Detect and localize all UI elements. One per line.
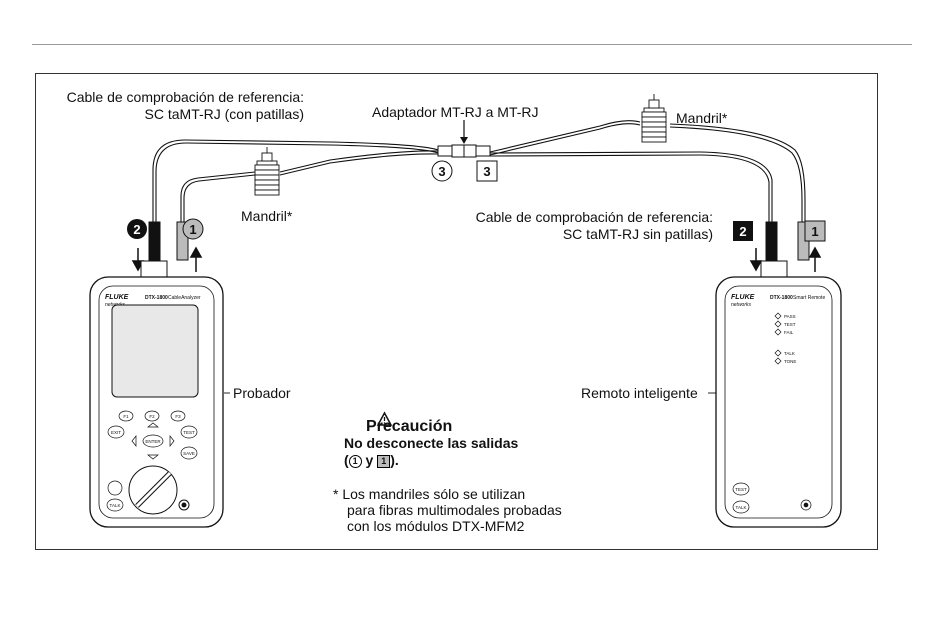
cable-right-inner — [489, 151, 773, 222]
remote-subbrand: networks — [731, 302, 752, 308]
ref-cable-left-line2: SC taMT-RJ (con patillas) — [144, 106, 304, 122]
svg-text:TALK: TALK — [110, 503, 121, 508]
marker-1-left: 1 — [189, 222, 196, 237]
svg-text:ENTER: ENTER — [145, 439, 161, 444]
tester-rotary-dial — [128, 465, 190, 515]
led-fail: FAIL — [784, 330, 794, 335]
ref-cable-left-line1: Cable de comprobación de referencia: — [66, 89, 304, 105]
tester-model-desc: CableAnalyzer — [168, 295, 201, 301]
marker-1-right-square — [804, 220, 826, 242]
marker-2-right: 2 — [739, 224, 746, 239]
marker-1-right: 1 — [811, 224, 818, 239]
note-line2: para fibras multimodales probadas — [347, 502, 562, 518]
key-f1 — [118, 410, 134, 422]
mandrel-left-label: Mandril* — [241, 208, 293, 224]
tester-brand: FLUKE — [105, 294, 129, 301]
cable-right-outer — [669, 123, 806, 222]
ref-cable-right-line2: SC taMT-RJ sin patillas) — [562, 226, 713, 242]
mandrel-right — [641, 94, 667, 143]
ref-cable-left-label: Cable de comprobación de referencia: SC … — [40, 89, 304, 123]
mandrel-left — [254, 147, 280, 196]
cable-right-outer-b — [669, 126, 803, 222]
remote-model-desc: Smart Remote — [793, 295, 825, 301]
key-talk — [106, 498, 124, 512]
fiber-cables — [152, 120, 806, 222]
led-talk: TALK — [784, 351, 795, 356]
key-enter — [142, 434, 164, 448]
key-f3 — [170, 410, 186, 422]
note-line3: con los módulos DTX-MFM2 — [347, 518, 525, 534]
mtrj-adapter — [437, 120, 491, 158]
caution-circle-marker: 1 — [348, 455, 362, 468]
mandrel-right-label: Mandril* — [676, 110, 728, 126]
marker-1-left-circle — [182, 218, 204, 240]
cable-left-outer-b — [155, 142, 439, 222]
svg-text:SAVE: SAVE — [183, 451, 195, 456]
key-save — [180, 446, 198, 460]
cable-right-inner-b — [489, 154, 770, 222]
svg-text:F1: F1 — [123, 414, 129, 419]
marker-3-circle — [431, 160, 453, 182]
ref-cable-right-label: Cable de comprobación de referencia: SC … — [450, 209, 713, 243]
led-test: TEST — [784, 322, 796, 327]
adapter-label: Adaptador MT-RJ a MT-RJ — [372, 104, 539, 120]
marker-3-square — [476, 160, 498, 182]
led-tone: TONE — [784, 359, 796, 364]
marker-2-right-square — [733, 221, 753, 241]
caution-line1: No desconecte las salidas — [344, 435, 519, 451]
caution-line2: (1 y 1). — [344, 452, 399, 468]
remote-label: Remoto inteligente — [581, 385, 698, 401]
remote-led-indicators — [774, 312, 782, 365]
tester-screen — [111, 304, 199, 398]
svg-text:F3: F3 — [175, 414, 181, 419]
key-test — [180, 425, 198, 439]
remote-brand: FLUKE — [731, 294, 755, 301]
ref-cable-right-line1: Cable de comprobación de referencia: — [475, 209, 713, 225]
header-rule — [32, 44, 912, 45]
port-markers: 2 1 3 3 2 1 — [127, 160, 826, 242]
tester-device: FLUKE networks DTX-1800 CableAnalyzer F1… — [89, 260, 224, 528]
tester-model: DTX-1800 — [145, 295, 168, 301]
caution-square-marker: 1 — [377, 455, 391, 468]
caution-block: Precaución No desconecte las salidas (1 … — [344, 418, 518, 469]
marker-2-left-circle — [127, 219, 147, 239]
tester-arrow-keys — [131, 422, 175, 460]
marker-2-left: 2 — [133, 222, 140, 237]
cable-left-inner-c — [279, 150, 439, 173]
key-talk-light — [107, 480, 123, 496]
marker-3-adapter-square: 3 — [483, 164, 490, 179]
figure-frame — [35, 73, 878, 550]
led-pass: PASS — [784, 314, 796, 319]
svg-text:TEST: TEST — [183, 430, 195, 435]
cable-right-upper — [489, 120, 641, 153]
cable-left-inner — [180, 171, 256, 222]
svg-text:EXIT: EXIT — [111, 430, 121, 435]
mandrel-footnote: * Los mandriles sólo se utilizan para fi… — [333, 486, 562, 534]
note-line1: * Los mandriles sólo se utilizan — [333, 486, 526, 502]
remote-key-test — [732, 482, 750, 496]
remote-key-talk — [732, 500, 750, 514]
cable-left-inner-d — [279, 153, 439, 176]
cable-right-upper-b — [489, 123, 641, 156]
caution-title: Precaución — [366, 418, 453, 435]
remote-model: DTX-1800 — [770, 295, 793, 301]
tester-label: Probador — [233, 385, 291, 401]
cable-left-inner-b — [183, 174, 256, 222]
warning-triangle-icon — [376, 411, 393, 426]
svg-text:F2: F2 — [149, 414, 155, 419]
svg-text:TALK: TALK — [736, 505, 747, 510]
svg-text:TEST: TEST — [735, 487, 747, 492]
key-exit — [107, 425, 125, 439]
remote-device: FLUKE networks DTX-1800 Smart Remote PAS… — [715, 260, 842, 528]
marker-3-adapter-circle: 3 — [438, 164, 445, 179]
direction-arrows — [131, 246, 822, 272]
cable-left-outer — [152, 139, 439, 222]
key-f2 — [144, 410, 160, 422]
